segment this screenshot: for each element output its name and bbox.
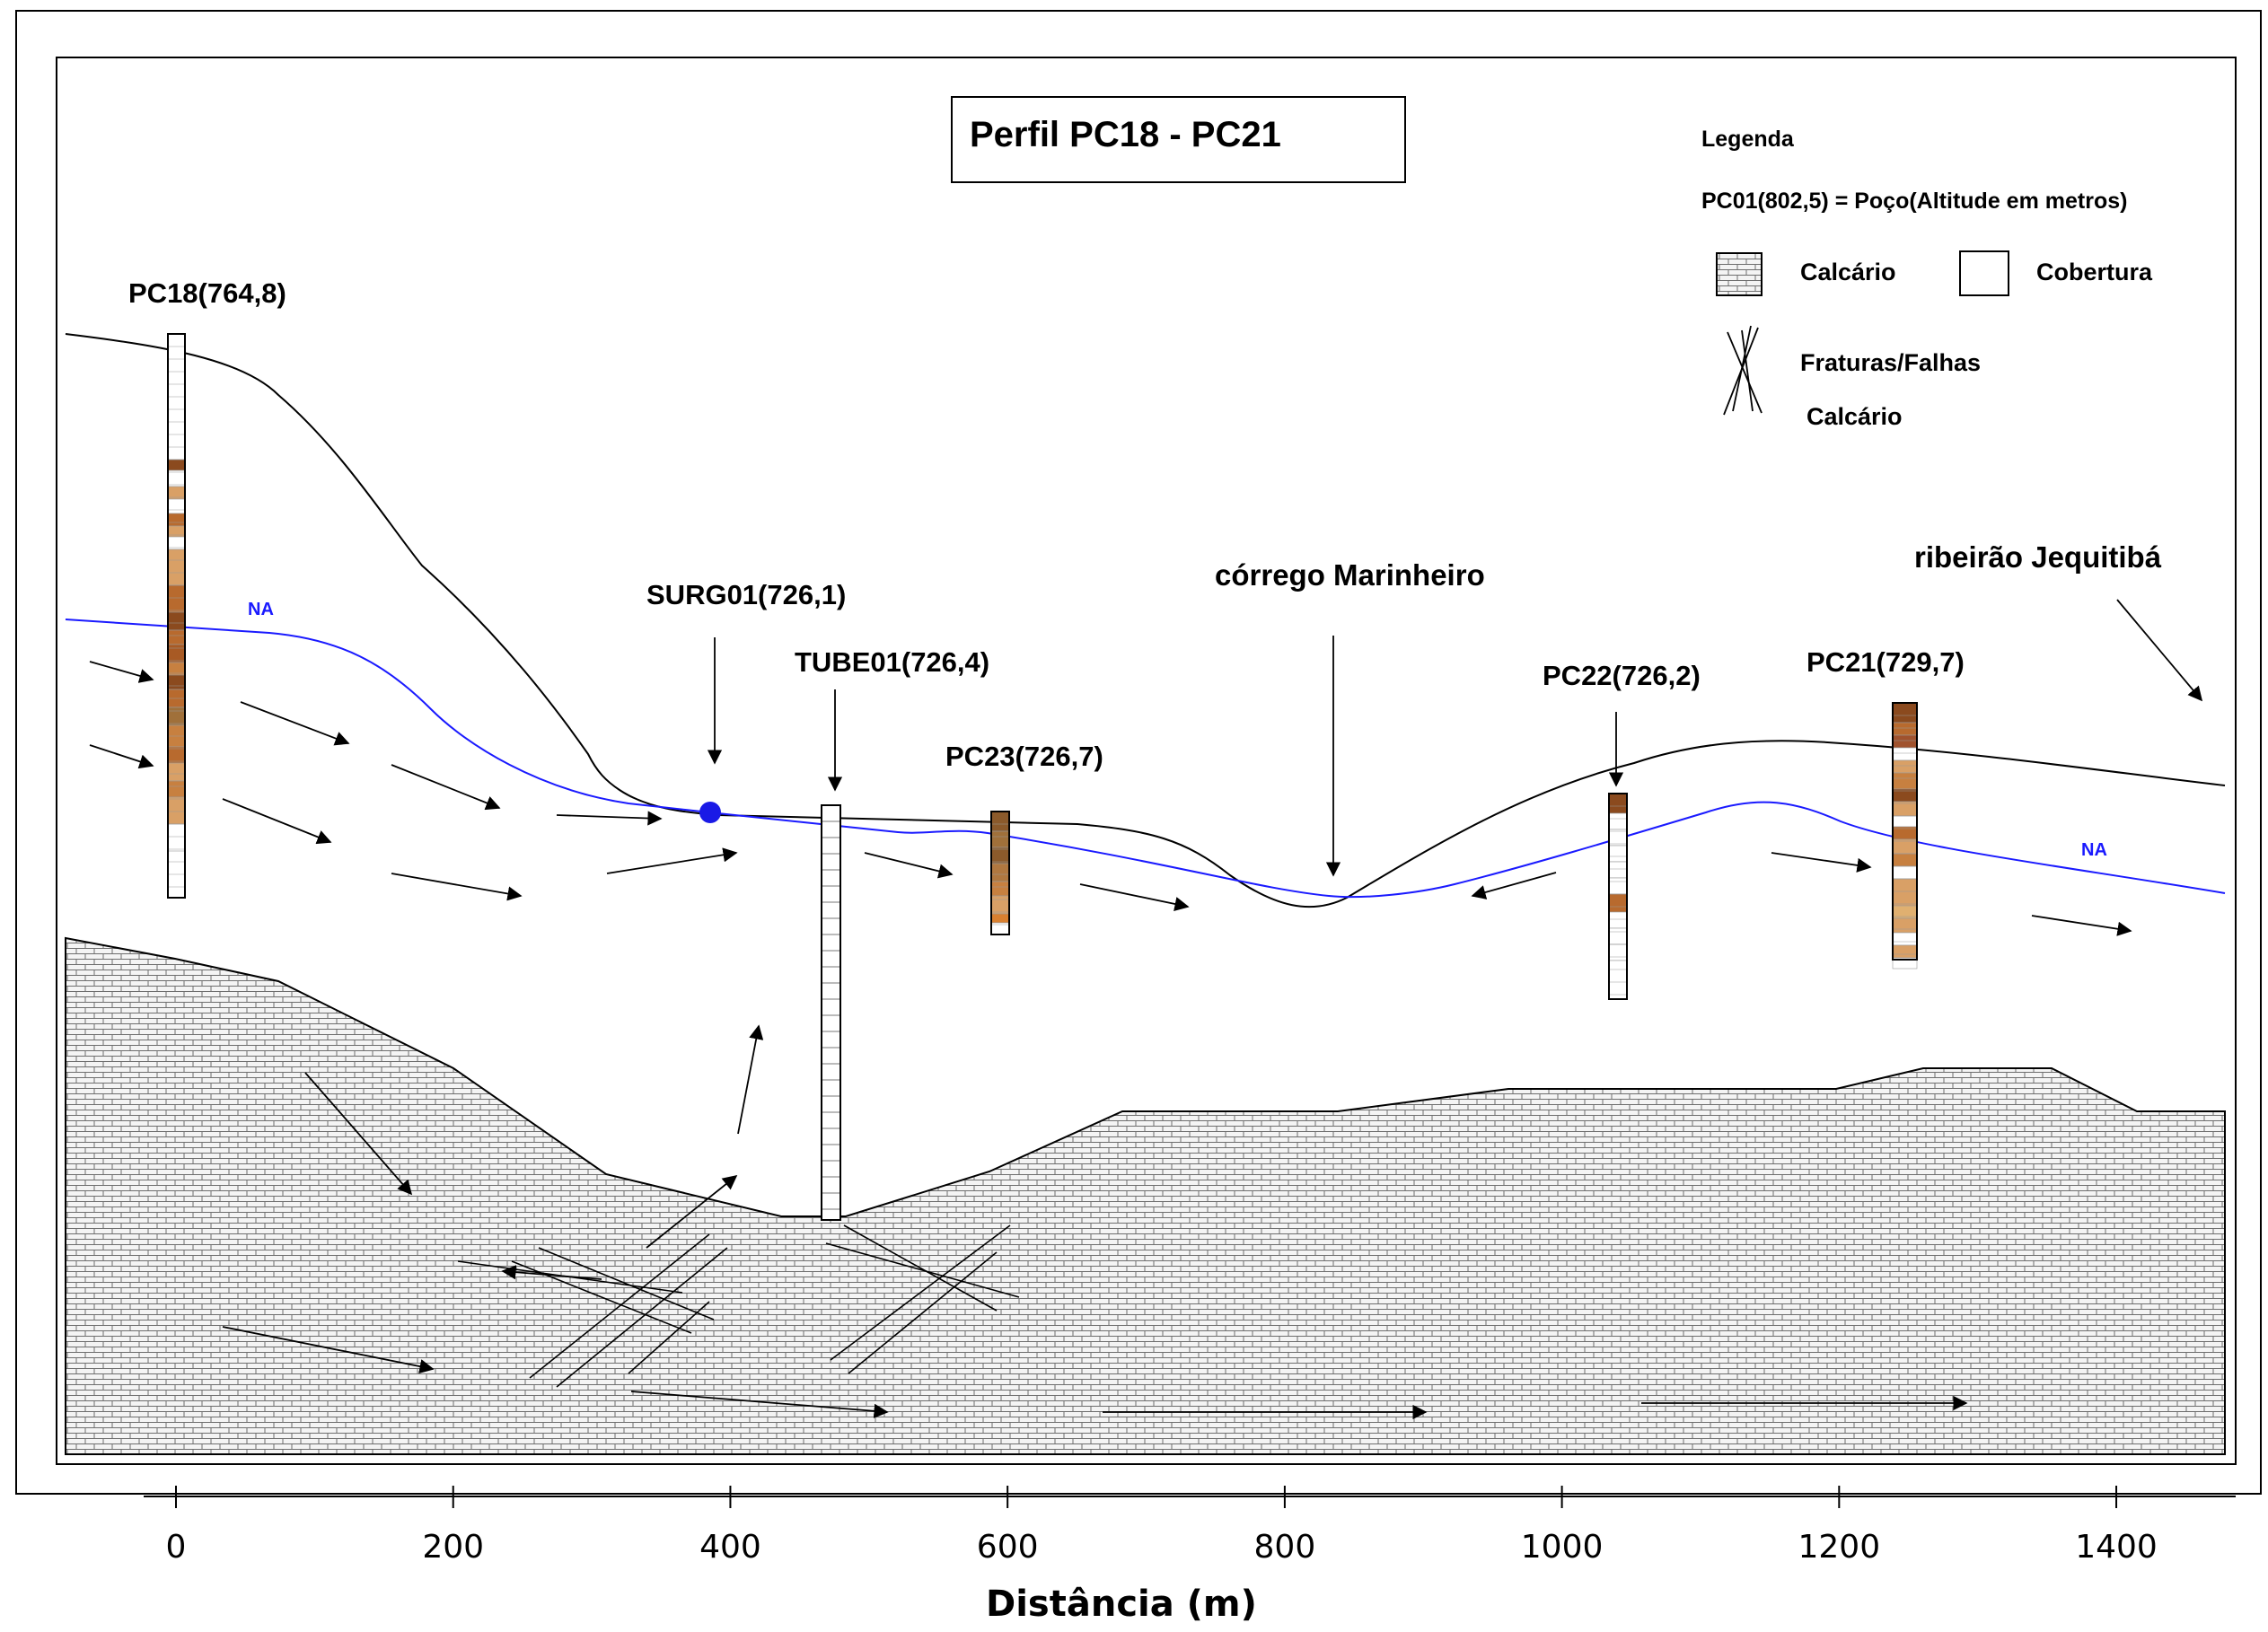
well-label-pc22: PC22(726,2) (1543, 660, 1701, 691)
x-tick-label: 1400 (2075, 1529, 2158, 1566)
well-label-pc18: PC18(764,8) (128, 277, 286, 309)
tube01-column (821, 804, 841, 1221)
water-table-line (65, 619, 2226, 899)
water-table-label-left: NA (248, 600, 274, 619)
pc21-core-column (1892, 702, 1918, 970)
x-tick-label: 800 (1254, 1529, 1316, 1566)
pc23-core-column (990, 811, 1010, 935)
legend-heading: Legenda (1701, 127, 1795, 152)
x-axis-title: Distância (m) (986, 1584, 1257, 1625)
limestone-layer (65, 936, 2226, 1455)
x-tick-label: 1000 (1521, 1529, 1604, 1566)
pc18-core-column (167, 333, 186, 899)
well-label-surg01: SURG01(726,1) (646, 579, 846, 610)
pointer-arrows (707, 599, 2203, 877)
outer-frame (15, 10, 2262, 1495)
x-axis: 0 200 400 600 800 1000 1200 1400 Distância (m) (144, 1486, 2236, 1625)
x-tick-label: 1200 (1798, 1529, 1881, 1566)
title-box (951, 96, 1406, 183)
fracture-lines-icon (1723, 325, 1763, 416)
legend-well-note: PC01(802,5) = Poço(Altitude em metros) (1701, 189, 2127, 214)
surg01-spring-point (699, 802, 721, 823)
limestone-swatch (1716, 252, 1763, 296)
page-title: Perfil PC18 - PC21 (970, 115, 1281, 154)
x-tick-label: 0 (166, 1529, 187, 1566)
pc22-core-column (1608, 793, 1628, 1000)
legend-cover: Cobertura (2036, 259, 2153, 285)
legend-fractures-sub: Calcário (1806, 403, 1903, 430)
label-corrego: córrego Marinheiro (1215, 558, 1485, 592)
ground-surface (65, 333, 2226, 908)
water-table-label-right: NA (2081, 840, 2107, 860)
well-label-tube01: TUBE01(726,4) (795, 646, 989, 678)
x-tick-label: 400 (699, 1529, 761, 1566)
x-tick-label: 600 (977, 1529, 1039, 1566)
well-label-pc23: PC23(726,7) (945, 741, 1103, 772)
legend-fractures: Fraturas/Falhas (1800, 349, 1981, 376)
x-tick-label: 200 (422, 1529, 484, 1566)
legend-limestone: Calcário (1800, 259, 1896, 285)
legend: Legenda PC01(802,5) = Poço(Altitude em m… (1701, 127, 2153, 430)
fractures (457, 1224, 1020, 1388)
label-ribeirao: ribeirão Jequitibá (1914, 540, 2162, 574)
cover-swatch (1959, 250, 2009, 296)
well-label-pc21: PC21(729,7) (1806, 646, 1965, 678)
flow-arrows (89, 661, 2132, 1420)
